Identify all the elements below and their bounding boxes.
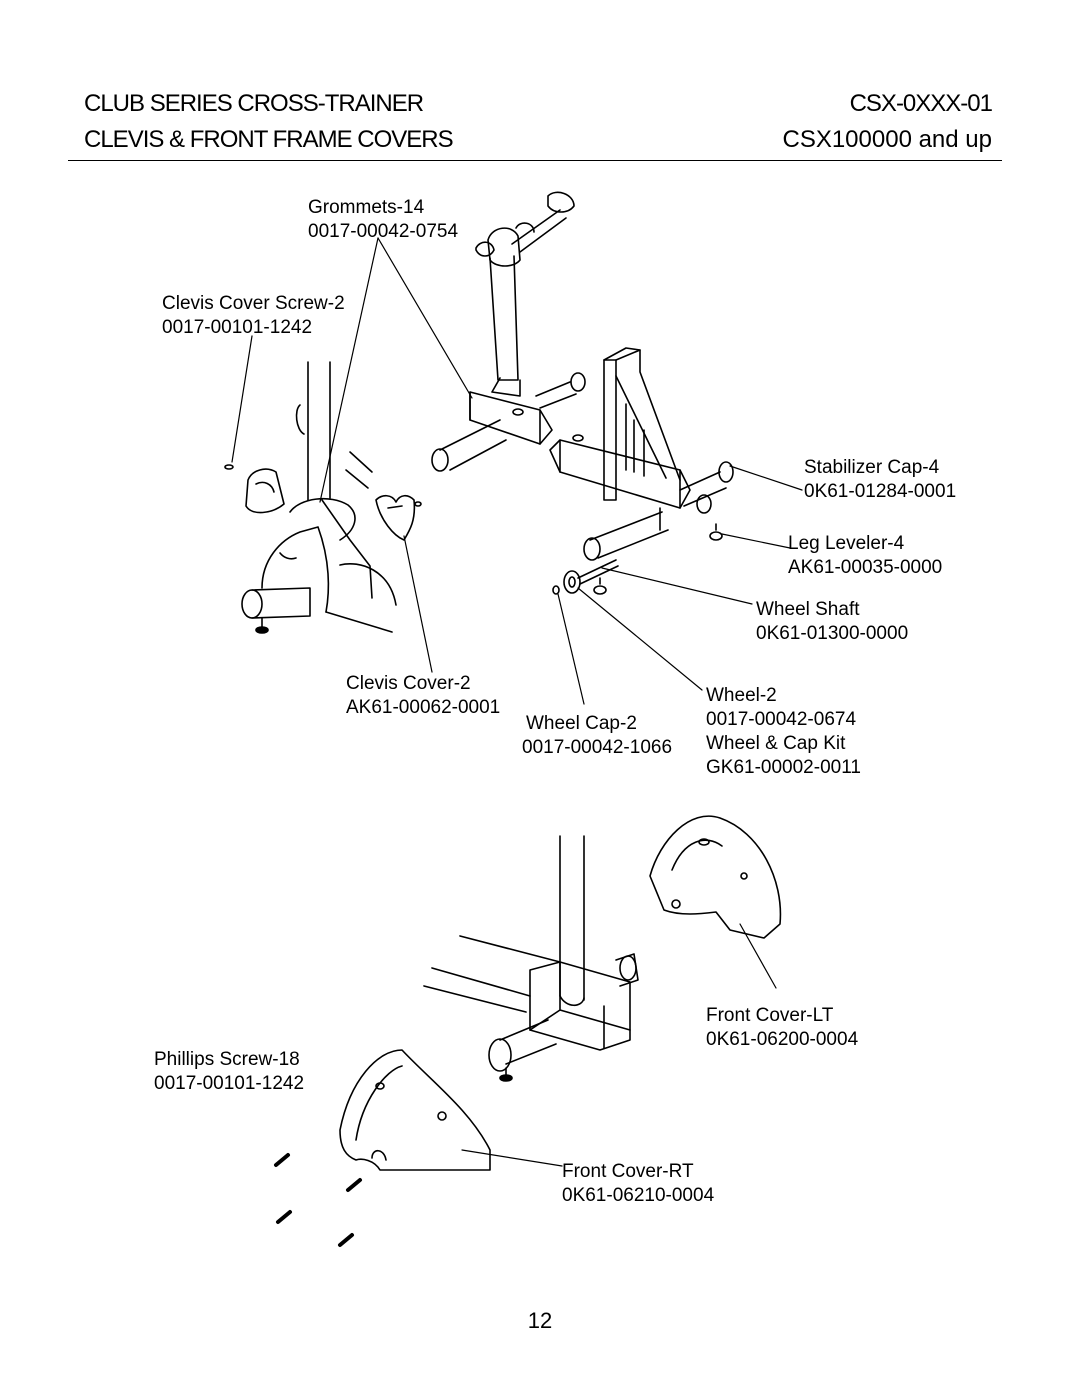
page-number: 12	[527, 1308, 553, 1333]
part-name-wheel-cap-kit: Wheel & Cap Kit	[706, 733, 846, 754]
part-name-grommets: Grommets-14	[308, 197, 425, 218]
part-name-front-cover-rt: Front Cover-RT	[562, 1161, 694, 1182]
part-name-wheel-shaft: Wheel Shaft	[756, 599, 860, 620]
part-number-front-cover-lt: 0K61-06200-0004	[706, 1029, 859, 1050]
document-title: CLUB SERIES CROSS-TRAINER	[84, 90, 424, 117]
stabilizer-frame-illustration	[431, 191, 734, 595]
section-title: CLEVIS & FRONT FRAME COVERS	[84, 126, 454, 153]
part-number-front-cover-rt: 0K61-06210-0004	[562, 1185, 715, 1206]
part-name-clevis-cover-screw: Clevis Cover Screw-2	[162, 293, 345, 314]
model-number: CSX-0XXX-01	[849, 90, 993, 117]
part-number-wheel-cap-kit: GK61-00002-0011	[706, 757, 861, 778]
part-number-wheel-shaft: 0K61-01300-0000	[756, 623, 909, 644]
part-number-phillips-screw: 0017-00101-1242	[154, 1073, 305, 1094]
clevis-assembly-illustration	[224, 361, 422, 634]
part-name-phillips-screw: Phillips Screw-18	[154, 1049, 300, 1070]
part-name-clevis-cover: Clevis Cover-2	[346, 673, 471, 694]
part-name-front-cover-lt: Front Cover-LT	[706, 1005, 834, 1026]
front-frame-illustration	[339, 815, 782, 1171]
part-number-wheel: 0017-00042-0674	[706, 709, 857, 730]
serial-range: CSX100000 and up	[782, 126, 992, 153]
part-name-leg-leveler: Leg Leveler-4	[788, 533, 905, 554]
part-name-wheel: Wheel-2	[706, 685, 777, 706]
part-number-clevis-cover-screw: 0017-00101-1242	[162, 317, 313, 338]
part-number-grommets: 0017-00042-0754	[308, 221, 459, 242]
part-name-stabilizer-cap: Stabilizer Cap-4	[804, 457, 940, 478]
part-number-leg-leveler: AK61-00035-0000	[788, 557, 943, 578]
header-rule	[68, 160, 1002, 161]
phillips-screws-illustration	[274, 1153, 362, 1247]
part-name-wheel-cap: Wheel Cap-2	[526, 713, 637, 734]
part-number-clevis-cover: AK61-00062-0001	[346, 697, 501, 718]
part-number-wheel-cap: 0017-00042-1066	[522, 737, 673, 758]
part-number-stabilizer-cap: 0K61-01284-0001	[804, 481, 957, 502]
leader-lines	[231, 237, 803, 1167]
